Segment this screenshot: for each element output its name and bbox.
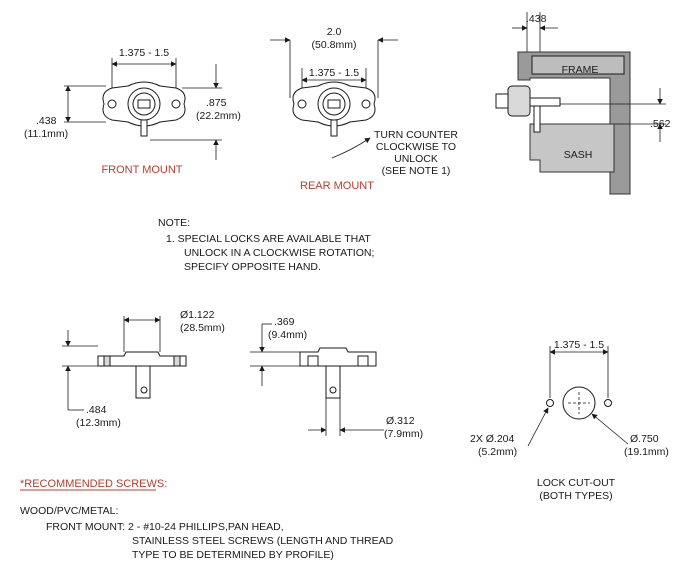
side-left-diameter-dim: Ø1.122 [180, 309, 215, 321]
turn-note-line-3: UNLOCK [394, 153, 438, 165]
note-block: NOTE: 1. SPECIAL LOCKS ARE AVAILABLE THA… [158, 217, 374, 273]
side-right-flange [299, 347, 377, 367]
note-line-2: UNLOCK IN A CLOCKWISE ROTATION; [184, 247, 374, 259]
sash-profile [529, 123, 615, 173]
sash-label: SASH [564, 149, 593, 161]
screws-line-1: FRONT MOUNT: 2 - #10-24 PHILLIPS,PAN HEA… [46, 521, 284, 533]
rear-mount-outer-dim-mm: (50.8mm) [312, 39, 357, 51]
front-mount-depth-dim: .875 [206, 97, 227, 109]
screws-line-2: STAINLESS STEEL SCREWS (LENGTH AND THREA… [132, 535, 394, 547]
lock-cutout-view: 1.375 - 1.5 2X Ø.204 (5.2mm) Ø.750 (19.1… [470, 339, 669, 502]
cutout-screw-hole-left [546, 399, 554, 407]
side-right-slot-right [357, 355, 369, 367]
front-mount-screw-hole-right [171, 99, 181, 109]
frame-label: FRAME [562, 64, 599, 76]
side-right-diameter-dim: Ø.312 [386, 415, 415, 427]
rear-mount-screw-hole-right [361, 99, 371, 109]
cutout-bore-dim-mm: (19.1mm) [624, 446, 669, 458]
lock-latch [533, 105, 541, 133]
rear-mount-screw-hole-left [297, 99, 307, 109]
rear-mount-view: 2.0 (50.8mm) 1.375 - 1.5 TURN COUNTER CL… [270, 26, 458, 192]
front-mount-keyway [137, 99, 151, 109]
note-heading: NOTE: [158, 217, 190, 229]
screws-material: WOOD/PVC/METAL: [20, 505, 118, 517]
cutout-hole-dim: 2X Ø.204 [470, 433, 515, 445]
turn-note-line-4: (SEE NOTE 1) [382, 165, 451, 177]
side-right-cam-hole [329, 386, 337, 394]
side-left-flange [97, 351, 187, 367]
sash-offset-dim: .562 [650, 118, 671, 130]
lock-cam-shaft [529, 97, 561, 107]
lock-face [495, 93, 509, 109]
cutout-hole-dim-mm: (5.2mm) [478, 446, 517, 458]
front-mount-screw-hole-left [107, 99, 117, 109]
side-view-front-mount: Ø1.122 (28.5mm) .484 (12.3mm) [62, 309, 225, 429]
screws-heading: *RECOMMENDED SCREWS: [20, 478, 167, 490]
note-line-1: 1. SPECIAL LOCKS ARE AVAILABLE THAT [166, 233, 371, 245]
front-mount-height-dim-mm: (11.1mm) [24, 128, 68, 140]
frame-inner [531, 55, 625, 75]
front-mount-cam [140, 119, 148, 137]
front-mount-label: FRONT MOUNT [101, 164, 182, 176]
note-line-3: SPECIFY OPPOSITE HAND. [184, 261, 321, 273]
rear-mount-label: REAR MOUNT [300, 180, 374, 192]
turn-note-line-2: CLOCKWISE TO [376, 141, 456, 153]
rotation-arrow [331, 137, 371, 159]
cutout-screw-hole-right [604, 399, 612, 407]
side-left-screw-head-right [173, 355, 181, 367]
rear-mount-width-dim: 1.375 - 1.5 [309, 67, 359, 79]
cutout-bore-dim: Ø.750 [630, 433, 659, 445]
frame-offset-dim: .438 [526, 13, 547, 25]
rear-mount-keyway [327, 99, 341, 109]
cutout-width-dim: 1.375 - 1.5 [554, 339, 604, 351]
front-mount-view: 1.375 - 1.5 .438 (11.1mm) .875 (22.2mm) … [24, 47, 241, 176]
side-right-slot-left [307, 355, 319, 367]
side-right-diameter-dim-mm: (7.9mm) [384, 428, 423, 440]
turn-note-line-1: TURN COUNTER [374, 129, 458, 141]
side-left-cam-hole [140, 386, 148, 394]
side-right-thickness-dim: .369 [274, 316, 295, 328]
rear-mount-cam [330, 119, 338, 137]
rear-mount-outer-dim: 2.0 [327, 26, 342, 38]
frame-sash-detail: .438 FRAME SASH .562 [495, 12, 671, 195]
side-left-depth-dim-mm: (12.3mm) [76, 417, 121, 429]
cutout-label: LOCK CUT-OUT [537, 477, 616, 489]
side-left-screw-head-left [103, 355, 111, 367]
front-mount-width-dim: 1.375 - 1.5 [119, 47, 169, 59]
side-right-thickness-dim-mm: (9.4mm) [268, 329, 307, 341]
cutout-sublabel: (BOTH TYPES) [539, 490, 612, 502]
screws-block: *RECOMMENDED SCREWS: WOOD/PVC/METAL: FRO… [20, 478, 394, 561]
screws-line-3: TYPE TO BE DETERMINED BY PROFILE) [132, 549, 334, 561]
lock-body [507, 85, 531, 117]
front-mount-height-dim: .438 [36, 115, 57, 127]
side-left-diameter-dim-mm: (28.5mm) [180, 322, 225, 334]
side-left-depth-dim: .484 [86, 404, 107, 416]
side-view-rear-mount: .369 (9.4mm) Ø.312 (7.9mm) [250, 316, 423, 440]
front-mount-depth-dim-mm: (22.2mm) [196, 110, 241, 122]
